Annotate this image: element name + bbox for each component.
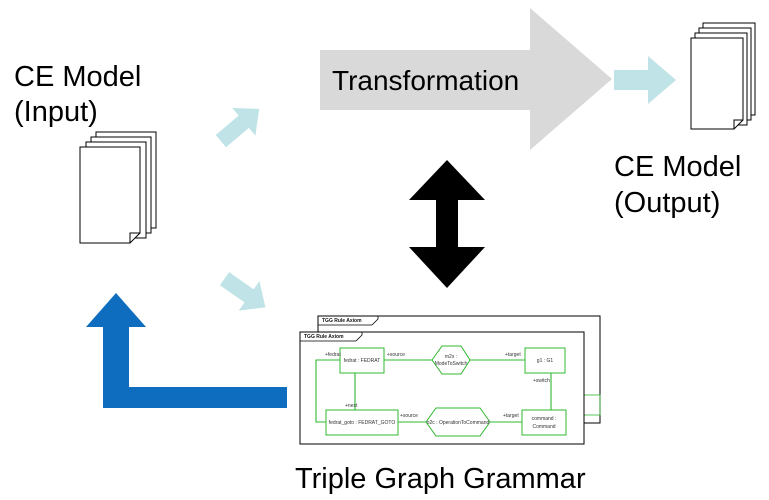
to-output-arrow bbox=[614, 56, 676, 104]
input-to-tgg-arrow bbox=[219, 272, 266, 311]
edge-label-target-top: +target bbox=[505, 352, 521, 358]
edge-label-switch: +switch bbox=[533, 378, 550, 384]
node-g1 bbox=[524, 347, 566, 374]
node-o2c bbox=[425, 407, 491, 437]
edge-label-source-bottom: +source bbox=[400, 413, 418, 419]
input-to-transformation-arrow bbox=[215, 107, 260, 148]
transformation-arrow bbox=[320, 8, 612, 150]
tgg-frame-back-title: TGG Rule Axiom bbox=[322, 318, 362, 324]
input-document-stack-icon bbox=[79, 131, 157, 244]
output-document-stack-icon bbox=[690, 22, 756, 130]
input-label-line1: CE Model bbox=[14, 61, 142, 93]
node-m2s-label-2: ModeToSwitch bbox=[435, 361, 468, 367]
feedback-arrow bbox=[86, 293, 287, 408]
node-fedrat bbox=[339, 347, 385, 374]
bidirectional-arrow bbox=[409, 160, 485, 288]
node-command-label-2: Command bbox=[532, 424, 555, 430]
node-g1-label: g1 : G1 bbox=[537, 358, 554, 364]
transformation-label: Transformation bbox=[332, 65, 520, 96]
tgg-frame-front-title: TGG Rule Axiom bbox=[304, 334, 344, 340]
node-command bbox=[521, 409, 567, 436]
node-m2s-label-1: m2s : bbox=[445, 354, 457, 360]
edge-label-fedrat: +fedrat bbox=[325, 352, 341, 358]
tgg-rule-frame-front: TGG Rule Axiom fedrat : FEDRAT fedrat_go… bbox=[299, 331, 585, 445]
edge-label-next: +next bbox=[345, 403, 358, 409]
output-label-line2: (Output) bbox=[614, 187, 721, 219]
node-fedrat-goto-label: fedrat_goto : FEDRAT_GOTO bbox=[329, 420, 396, 426]
node-o2c-label: o2c : OperationToCommand bbox=[427, 420, 490, 426]
input-label-line2: (Input) bbox=[14, 96, 98, 128]
node-command-label-1: command : bbox=[532, 416, 557, 422]
tgg-label: Triple Graph Grammar bbox=[295, 463, 586, 495]
node-m2s bbox=[431, 345, 471, 375]
node-fedrat-label: fedrat : FEDRAT bbox=[344, 358, 381, 364]
edge-label-target-bottom: +target bbox=[503, 413, 519, 419]
edge-label-source-top: +source bbox=[387, 352, 405, 358]
node-fedrat-goto bbox=[325, 409, 399, 436]
output-label-line1: CE Model bbox=[614, 151, 742, 183]
